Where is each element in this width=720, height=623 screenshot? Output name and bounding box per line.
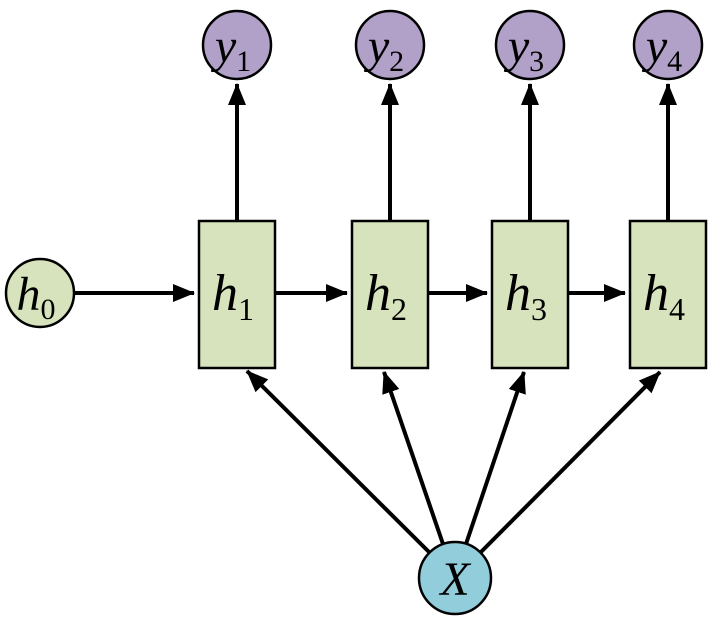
x-label: X [438,553,471,606]
h3-rect [490,219,570,370]
h2-rect [350,219,430,370]
h2-label: h2 [365,265,407,327]
node-h3: h3 [490,219,570,370]
y2-label: y2 [363,20,404,78]
edge-x-h3 [464,371,526,545]
h4-label: h4 [643,265,685,327]
node-y4: y4 [632,9,704,81]
y1-label: y1 [210,20,251,78]
node-h1: h1 [197,219,277,370]
y4-circle [632,9,704,81]
node-x: X [417,540,493,616]
h0-label: h0 [17,268,56,326]
edge-x-h2 [382,371,445,545]
node-h0: h0 [4,257,76,329]
node-h2: h2 [350,219,430,370]
node-y3: y3 [494,9,566,81]
y1-circle [201,9,273,81]
edges [74,83,677,555]
y2-circle [354,9,426,81]
node-h4: h4 [628,219,708,370]
h3-label: h3 [505,265,547,327]
hidden-nodes: h1 h2 h3 h4 [197,219,708,370]
h4-rect [628,219,708,370]
h0-circle [4,257,76,329]
y3-label: y3 [503,20,544,78]
y3-circle [494,9,566,81]
output-nodes: y1 y2 y3 y4 [201,9,704,81]
edge-x-h4 [478,370,662,555]
edge-x-h1 [245,369,432,555]
y4-label: y4 [641,20,682,78]
h1-label: h1 [212,265,254,327]
h1-rect [197,219,277,370]
node-y1: y1 [201,9,273,81]
x-circle [417,540,493,616]
node-y2: y2 [354,9,426,81]
